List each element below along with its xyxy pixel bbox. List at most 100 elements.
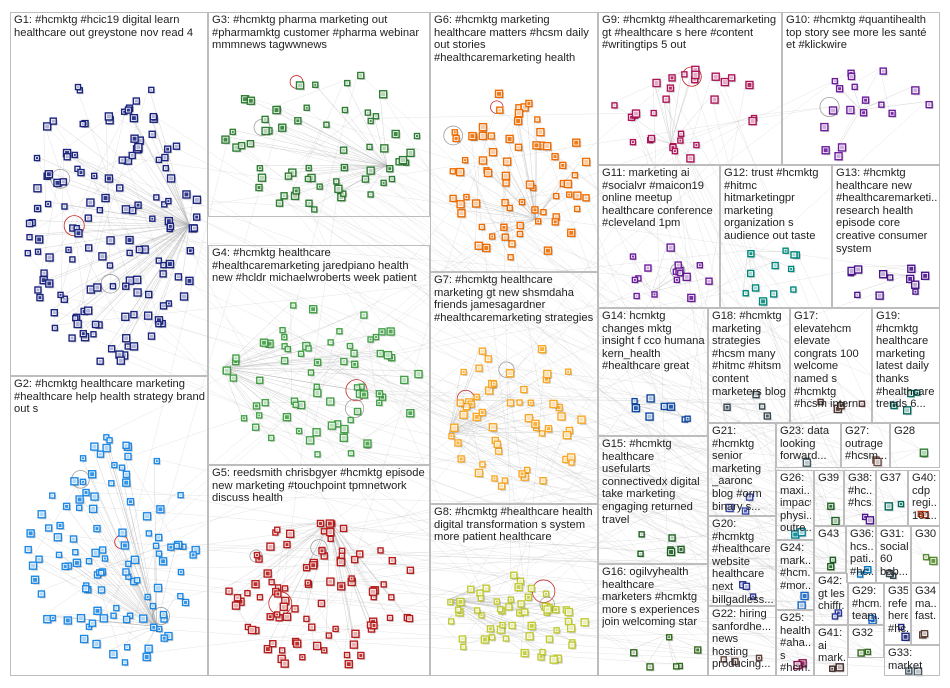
user-avatar-icon <box>177 568 185 577</box>
group-label-g16: G16: ogilvyhealth healthcare marketers #… <box>602 566 700 629</box>
edge <box>81 120 190 226</box>
edge <box>447 584 484 600</box>
edge <box>63 503 157 627</box>
user-avatar-icon <box>161 201 169 209</box>
inter-group-edge <box>192 546 858 573</box>
group-label-g35: G35: refe... here #hc... <box>888 585 908 635</box>
inter-group-edge <box>122 557 831 570</box>
inter-group-edge <box>126 236 636 277</box>
inter-group-edge <box>70 477 870 618</box>
group-box-g42: G42: gt les chiffr... <box>814 573 848 625</box>
group-box-g13: G13: #hcmktg healthcare new #healthcarem… <box>832 165 940 308</box>
user-avatar-icon <box>134 142 144 153</box>
user-avatar-icon <box>147 332 157 341</box>
user-avatar-icon <box>172 142 181 151</box>
user-avatar-icon <box>88 504 99 514</box>
group-box-g35: G35: refe... here #hc... <box>884 583 911 645</box>
inter-group-edge <box>314 359 747 495</box>
edge <box>630 253 653 293</box>
edge <box>167 174 190 225</box>
user-avatar-icon <box>71 151 79 159</box>
edge <box>73 87 149 321</box>
inter-group-edge <box>302 342 799 603</box>
edge <box>611 102 671 144</box>
user-avatar-icon <box>68 334 77 343</box>
edge <box>630 634 667 651</box>
group-label-g40: G40: cdp regi... 101... <box>912 472 937 522</box>
group-box-g19: G19: #hcmktg healthcare marketing latest… <box>872 308 940 423</box>
edge <box>148 87 190 225</box>
edge <box>305 581 382 583</box>
edge <box>241 95 387 166</box>
inter-group-edge <box>367 191 863 515</box>
edge <box>223 367 335 422</box>
group-label-g9: G9: #hcmktg #healthcaremarketing gt #hea… <box>602 14 777 52</box>
edge <box>747 250 789 267</box>
group-box-g4: G4: #hcmktg healthcare #healthcaremarket… <box>208 245 430 465</box>
user-avatar-icon <box>163 145 173 154</box>
user-avatar-icon <box>36 293 45 303</box>
user-avatar-icon <box>104 112 114 122</box>
user-avatar-icon <box>96 450 105 459</box>
inter-group-edge <box>691 76 833 518</box>
user-avatar-icon <box>186 247 195 256</box>
edge <box>448 412 559 434</box>
user-avatar-icon <box>42 122 53 132</box>
user-avatar-icon <box>150 623 159 632</box>
edge <box>344 550 357 653</box>
edge <box>90 492 157 627</box>
edge <box>223 361 352 369</box>
group-box-g37: G37 <box>876 470 908 526</box>
edge <box>107 224 190 264</box>
edge <box>890 390 908 403</box>
edge <box>50 118 137 247</box>
user-avatar-icon <box>79 478 88 486</box>
inter-group-edge <box>281 72 358 358</box>
edge <box>323 122 387 166</box>
group-box-g6: G6: #hcmktg marketing healthcare matters… <box>430 12 598 272</box>
inter-group-edge <box>348 417 833 518</box>
edge <box>133 224 190 290</box>
edge <box>38 541 175 592</box>
group-box-g12: G12: trust #hcmktg #hitmc hitmarketingpr… <box>720 165 832 308</box>
group-box-g31: G31: social 60 bab... <box>876 526 911 583</box>
inter-group-edge <box>256 412 887 571</box>
group-label-g2: G2: #hcmktg healthcare marketing #health… <box>14 378 205 416</box>
group-box-g38: G38: #hc... #hcs... <box>844 470 876 526</box>
edge <box>91 549 157 627</box>
edge <box>880 68 890 111</box>
user-avatar-icon <box>116 184 125 193</box>
user-avatar-icon <box>134 201 143 210</box>
inter-group-edge <box>163 165 836 611</box>
edge <box>74 224 190 321</box>
inter-group-edge <box>357 72 828 504</box>
edge <box>472 199 536 220</box>
inter-group-edge <box>670 143 863 515</box>
user-avatar-icon <box>40 269 49 278</box>
edge <box>80 479 157 627</box>
user-avatar-icon <box>142 652 152 662</box>
inter-group-edge <box>351 291 653 362</box>
inter-group-edge <box>280 192 648 664</box>
edge <box>222 354 234 369</box>
user-avatar-icon <box>110 612 118 620</box>
user-avatar-icon <box>118 528 128 538</box>
edge <box>26 143 174 235</box>
edge <box>340 180 382 192</box>
group-box-g2: G2: #hcmktg healthcare marketing #health… <box>10 376 208 676</box>
inter-group-edge <box>130 311 257 414</box>
edge <box>879 265 908 271</box>
user-avatar-icon <box>166 174 177 184</box>
edge <box>852 67 881 85</box>
edge <box>854 275 907 293</box>
inter-group-edge <box>281 117 750 661</box>
user-avatar-icon <box>121 659 129 667</box>
inter-group-edge <box>278 124 921 450</box>
edge <box>294 117 387 166</box>
inter-group-edge <box>474 394 795 662</box>
inter-group-edge <box>238 142 866 650</box>
user-avatar-icon <box>61 562 70 571</box>
edge <box>448 433 493 438</box>
edge <box>742 250 749 291</box>
